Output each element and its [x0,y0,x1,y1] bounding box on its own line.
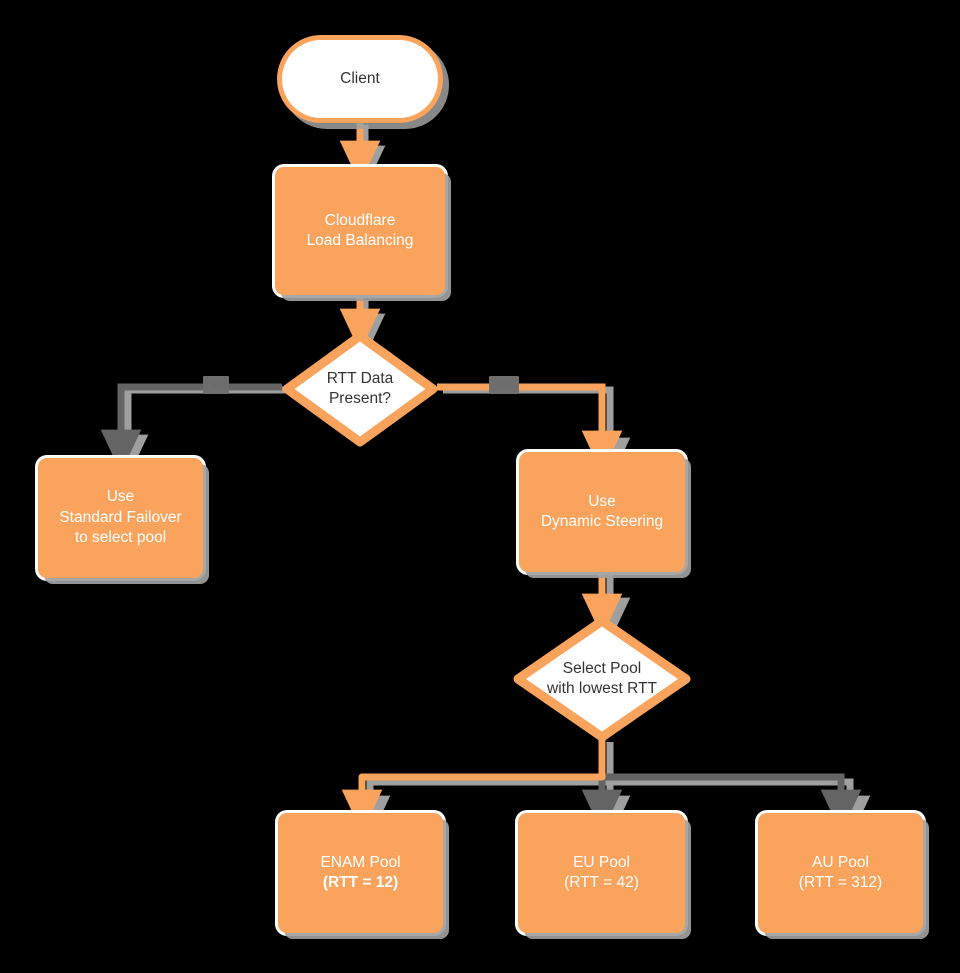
node-client[interactable]: Client [277,35,443,123]
edge-rtt-no [100,383,282,473]
node-eu-pool[interactable]: EU Pool (RTT = 42) [518,813,685,933]
node-enam-pool-label: ENAM Pool (RTT = 12) [320,853,400,894]
node-rtt-data-present[interactable]: RTT Data Present? [281,330,439,448]
node-eu-pool-rtt: (RTT = 42) [564,874,639,891]
node-dynamic-steering[interactable]: Use Dynamic Steering [519,452,685,572]
diamond-shape [282,331,438,447]
node-dynamic-steering-label: Use Dynamic Steering [540,492,664,530]
node-client-label: Client [340,69,380,87]
node-cloudflare-load-balancing-label: Cloudflare Load Balancing [306,211,414,249]
node-cloudflare-load-balancing[interactable]: Cloudflare Load Balancing [275,167,445,295]
edge-label-no: No [203,376,230,395]
node-select-pool-label: Select Pool with lowest RTT [547,659,657,697]
node-select-pool[interactable]: Select Pool with lowest RTT [512,615,692,743]
node-eu-pool-label: EU Pool (RTT = 42) [564,853,639,894]
node-standard-failover[interactable]: Use Standard Failover to select pool [38,458,203,578]
node-au-pool-rtt: (RTT = 312) [798,874,883,891]
edge-select-enam [341,738,606,833]
node-rtt-data-present-label: RTT Data Present? [326,369,394,407]
node-enam-pool-rtt: (RTT = 12) [322,874,399,891]
node-standard-failover-label: Use Standard Failover to select pool [59,488,182,547]
node-enam-pool[interactable]: ENAM Pool (RTT = 12) [278,813,443,933]
node-au-pool-label: AU Pool (RTT = 312) [799,853,882,894]
diamond-shape [513,616,691,742]
node-au-pool[interactable]: AU Pool (RTT = 312) [758,813,923,933]
edge-label-yes: Yes [489,376,519,395]
edge-select-au [602,773,862,833]
edge-rtt-yes [437,383,623,474]
